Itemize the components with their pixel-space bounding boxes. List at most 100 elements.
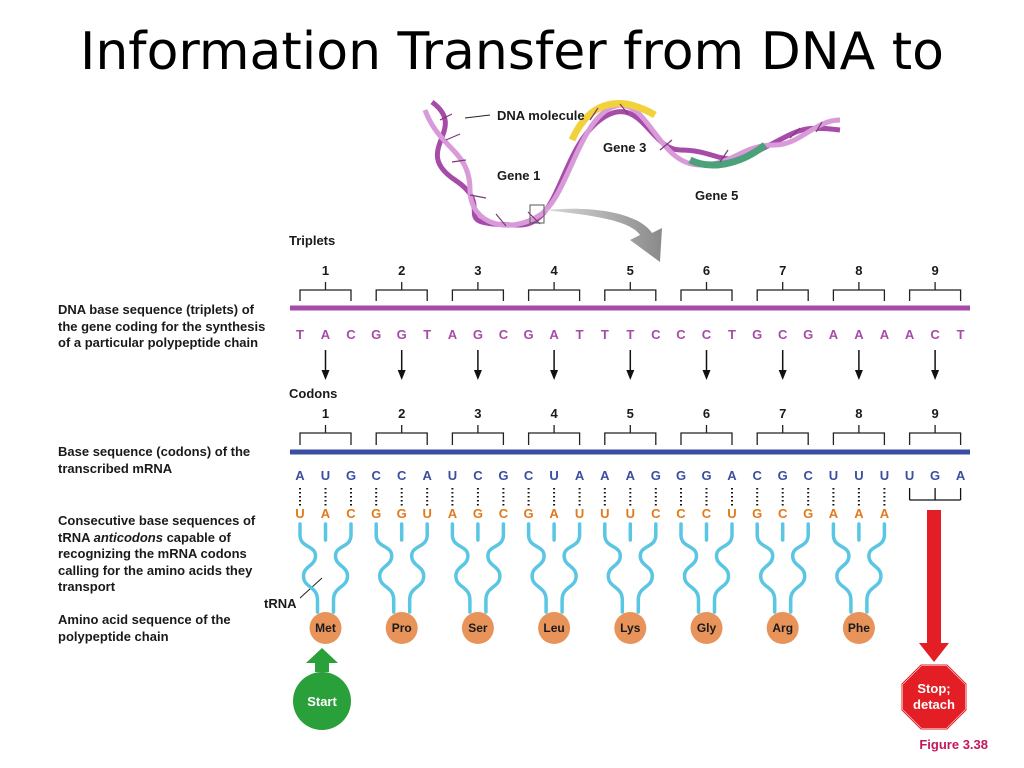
dna-base: G xyxy=(752,327,762,342)
codon-bracket xyxy=(527,425,581,445)
codon-number: 9 xyxy=(931,406,938,421)
codon-bracket xyxy=(299,425,352,445)
triplet-bracket xyxy=(756,282,809,301)
dna-base: T xyxy=(626,327,634,342)
mrna-base: G xyxy=(701,468,711,483)
mrna-base: U xyxy=(854,468,863,483)
amino-acid-bead xyxy=(461,612,494,644)
gene1-label: Gene 1 xyxy=(497,168,540,183)
amino-acid-label: Gly xyxy=(697,621,717,635)
mrna-base: C xyxy=(397,468,407,483)
stop-label-line2: detach xyxy=(913,697,955,712)
mrna-base: G xyxy=(346,468,356,483)
transcription-arrow-head xyxy=(854,370,863,380)
triplet-bracket xyxy=(832,282,886,301)
codon-number: 4 xyxy=(550,406,558,421)
mrna-base: U xyxy=(321,468,330,483)
amino-acid-label: Arg xyxy=(772,621,793,635)
triplet-bracket xyxy=(299,282,352,301)
mrna-base: A xyxy=(956,468,966,483)
amino-acid-label: Lys xyxy=(620,621,641,635)
anticodon-base: A xyxy=(854,506,864,521)
anticodon-base: U xyxy=(423,506,432,521)
mrna-sequence-description: Base sequence (codons) of the transcribe… xyxy=(58,444,251,476)
dna-base: T xyxy=(296,327,304,342)
transcription-arrow-head xyxy=(473,370,482,380)
mrna-base: A xyxy=(626,468,636,483)
mrna-base: C xyxy=(804,468,814,483)
dna-base: A xyxy=(448,327,458,342)
transcription-arrow-head xyxy=(931,370,940,380)
anticodon-base: G xyxy=(524,506,534,521)
mrna-base: C xyxy=(372,468,382,483)
amino-acid-bead xyxy=(538,612,571,644)
triplet-number: 3 xyxy=(474,263,481,278)
anticodon-base: G xyxy=(752,506,762,521)
anticodon-base: A xyxy=(448,506,458,521)
anticodon-base: C xyxy=(346,506,356,521)
anticodon-base: C xyxy=(676,506,686,521)
anticodon-base: U xyxy=(295,506,304,521)
trna-molecule xyxy=(526,522,582,614)
mrna-base: A xyxy=(727,468,737,483)
codon-number: 3 xyxy=(474,406,481,421)
codon-bracket xyxy=(832,425,886,445)
mrna-base: G xyxy=(651,468,661,483)
trna-label: tRNA xyxy=(264,596,297,611)
dna-base: C xyxy=(702,327,712,342)
anticodon-base: C xyxy=(778,506,788,521)
dna-base: C xyxy=(651,327,661,342)
stop-marker: Stop; detach xyxy=(901,510,967,730)
triplet-number: 2 xyxy=(398,263,405,278)
dna-base: C xyxy=(499,327,509,342)
anticodon-base: A xyxy=(829,506,839,521)
amino-acid-bead xyxy=(766,612,799,644)
anticodon-base: A xyxy=(321,506,331,521)
triplet-number: 6 xyxy=(703,263,710,278)
dna-base: C xyxy=(930,327,940,342)
anticodon-base: G xyxy=(803,506,813,521)
triplet-bracket xyxy=(375,282,428,301)
mrna-base: C xyxy=(473,468,483,483)
mrna-base: U xyxy=(448,468,457,483)
mrna-base: G xyxy=(676,468,686,483)
codon-bracket xyxy=(604,425,657,445)
anticodons-emphasis: anticodons xyxy=(93,529,163,545)
start-circle xyxy=(293,672,351,730)
trna-molecule xyxy=(755,522,810,614)
dna-base: G xyxy=(803,327,813,342)
dna-base: T xyxy=(601,327,609,342)
triplet-number: 8 xyxy=(855,263,862,278)
codons-label: Codons xyxy=(289,386,337,401)
amino-acid-label: Met xyxy=(315,621,336,635)
amino-acid-bead xyxy=(309,612,342,644)
anticodon-base: C xyxy=(499,506,509,521)
dna-base: A xyxy=(854,327,864,342)
transcription-arrow-head xyxy=(321,370,330,380)
transcription-arrow-head xyxy=(778,370,787,380)
dna-base: A xyxy=(321,327,331,342)
start-arrow xyxy=(306,648,338,672)
codon-bracket xyxy=(908,425,962,445)
triplet-number: 9 xyxy=(931,263,938,278)
anticodon-description: Consecutive base sequences of tRNA antic… xyxy=(58,513,256,594)
mrna-base: U xyxy=(880,468,889,483)
mrna-base: G xyxy=(498,468,508,483)
anticodon-base: U xyxy=(626,506,635,521)
codon-bracket xyxy=(451,425,505,445)
codon-number: 2 xyxy=(398,406,405,421)
anticodon-base: C xyxy=(702,506,712,521)
transcription-arrow-head xyxy=(550,370,559,380)
mrna-base: U xyxy=(829,468,838,483)
gene5-label: Gene 5 xyxy=(695,188,738,203)
triplet-bracket xyxy=(908,282,962,301)
triplet-bracket xyxy=(604,282,657,301)
codon-bracket xyxy=(375,425,428,445)
stop-label-line1: Stop; xyxy=(917,681,950,696)
dna-base: C xyxy=(346,327,356,342)
amino-acid-bead xyxy=(385,612,418,644)
codon-number: 7 xyxy=(779,406,786,421)
triplet-number: 5 xyxy=(627,263,634,278)
